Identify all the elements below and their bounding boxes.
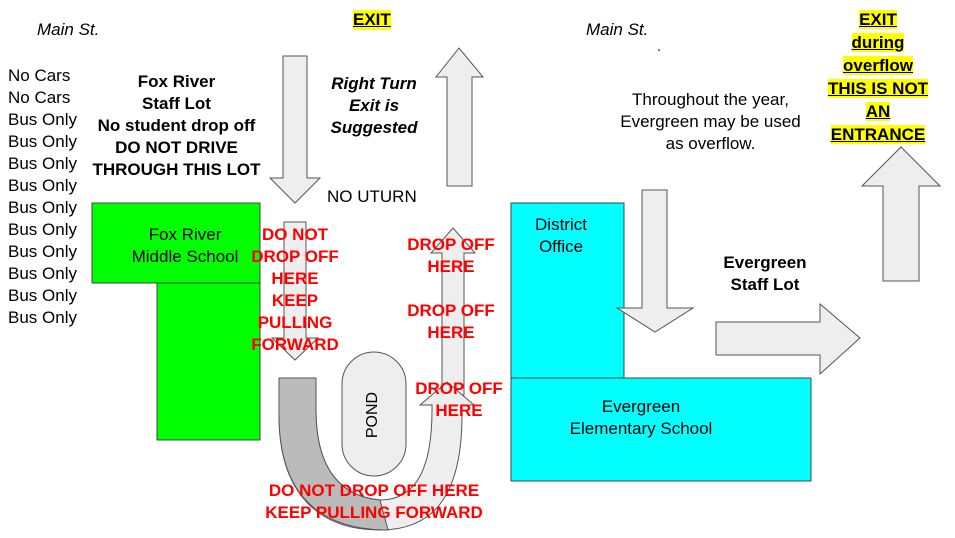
fox-river-school-line: Fox River [148,225,222,244]
no-uturn-label: NO UTURN [327,187,417,206]
warning-line: DO NOT [261,225,329,244]
main-street-left: Main St. [37,20,100,39]
warning-line: DROP OFF [251,247,339,266]
district-office-line: Office [538,237,584,256]
warning-line: KEEP [271,291,319,310]
drop-off-line: DROP OFF [407,235,495,254]
pond-label: POND [364,391,381,439]
lane-note: Bus Only [8,198,77,217]
right-turn-line: Suggested [330,118,418,137]
right-turn-line: Right Turn [331,74,417,93]
drop-off-line: DROP OFF [407,301,495,320]
overflow-exit-line: AN [865,102,891,121]
exit-label: EXIT [353,10,391,30]
warning-line: FORWARD [251,335,339,354]
overflow-note: Throughout the year, Evergreen may be us… [598,89,823,155]
evergreen-staff-lot-label: Evergreen Staff Lot [710,252,820,296]
entry-down-arrow [268,55,322,204]
dot-mark: . [657,38,661,54]
warning-line: PULLING [257,313,333,332]
drop-off-zone-1: DROP OFF HERE [398,234,504,278]
do-not-drop-off-bottom-warning: DO NOT DROP OFF HERE KEEP PULLING FORWAR… [240,480,508,524]
fox-river-school-line: Middle School [131,247,239,266]
right-turn-note: Right Turn Exit is Suggested [318,73,430,139]
lane-note: No Cars [8,66,71,85]
warning-line: KEEP PULLING FORWARD [265,503,483,522]
warning-line: DO NOT DROP OFF HERE [268,481,480,500]
drop-off-zone-3: DROP OFF HERE [406,378,512,422]
warning-line: HERE [271,269,319,288]
fox-river-staff-lot: Fox River Staff Lot No student drop off … [84,71,269,181]
lane-note: Bus Only [8,264,77,283]
staff-lot-right-arrow [715,302,861,376]
lane-up-arrow [429,227,477,396]
staff-lot-line: Staff Lot [142,94,211,113]
district-office-label: District Office [522,214,600,258]
drop-off-line: HERE [427,323,475,342]
overflow-exit-label: EXIT during overflow THIS IS NOT AN ENTR… [818,9,938,147]
evergreen-staff-lot-line: Evergreen [723,253,807,272]
staff-lot-line: No student drop off [97,116,256,135]
lane-down-arrow [270,221,320,361]
district-office-line: District [535,215,587,234]
lane-note: Bus Only [8,176,77,195]
overflow-exit-line: THIS IS NOT [827,79,929,98]
drop-off-line: DROP OFF [415,379,503,398]
evergreen-school-label: Evergreen Elementary School [552,396,730,440]
lane-note: Bus Only [8,132,77,151]
evergreen-building [510,202,812,482]
lane-note: Bus Only [8,220,77,239]
staff-lot-line: DO NOT DRIVE [115,138,238,157]
evergreen-school-line: Elementary School [569,419,713,438]
lane-note: Bus Only [8,286,77,305]
overflow-exit-line: EXIT [859,10,897,29]
lane-note: Bus Only [8,110,77,129]
lane-note: Bus Only [8,242,77,261]
right-turn-line: Exit is [348,96,400,115]
drop-off-line: HERE [427,257,475,276]
evergreen-down-arrow [615,189,695,333]
overflow-exit-line: overflow [843,56,913,75]
fox-river-school-label: Fox River Middle School [120,224,250,268]
overflow-exit-line: during [851,33,905,52]
do-not-drop-off-lane-warning: DO NOT DROP OFF HERE KEEP PULLING FORWAR… [240,224,350,356]
overflow-note-line: Evergreen may be used [620,112,801,131]
lane-notes: No Cars No Cars Bus Only Bus Only Bus On… [8,65,77,329]
exit-up-arrow [434,47,485,187]
main-street-right: Main St. [586,20,649,39]
drop-off-line: HERE [435,401,483,420]
lane-note: No Cars [8,88,71,107]
overflow-note-line: as overflow. [665,134,756,153]
pond-shape [341,351,407,477]
staff-lot-line: THROUGH THIS LOT [92,160,261,179]
overflow-exit-line: ENTRANCE [830,125,926,144]
lane-note: Bus Only [8,154,77,173]
staff-lot-line: Fox River [137,72,216,91]
drop-off-zone-2: DROP OFF HERE [398,300,504,344]
uturn-loop-shade [278,377,389,531]
evergreen-school-line: Evergreen [601,397,681,416]
lane-note: Bus Only [8,308,77,327]
evergreen-staff-lot-line: Staff Lot [730,275,800,294]
overflow-note-line: Throughout the year, [632,90,789,109]
overflow-exit-up-arrow [860,146,942,282]
